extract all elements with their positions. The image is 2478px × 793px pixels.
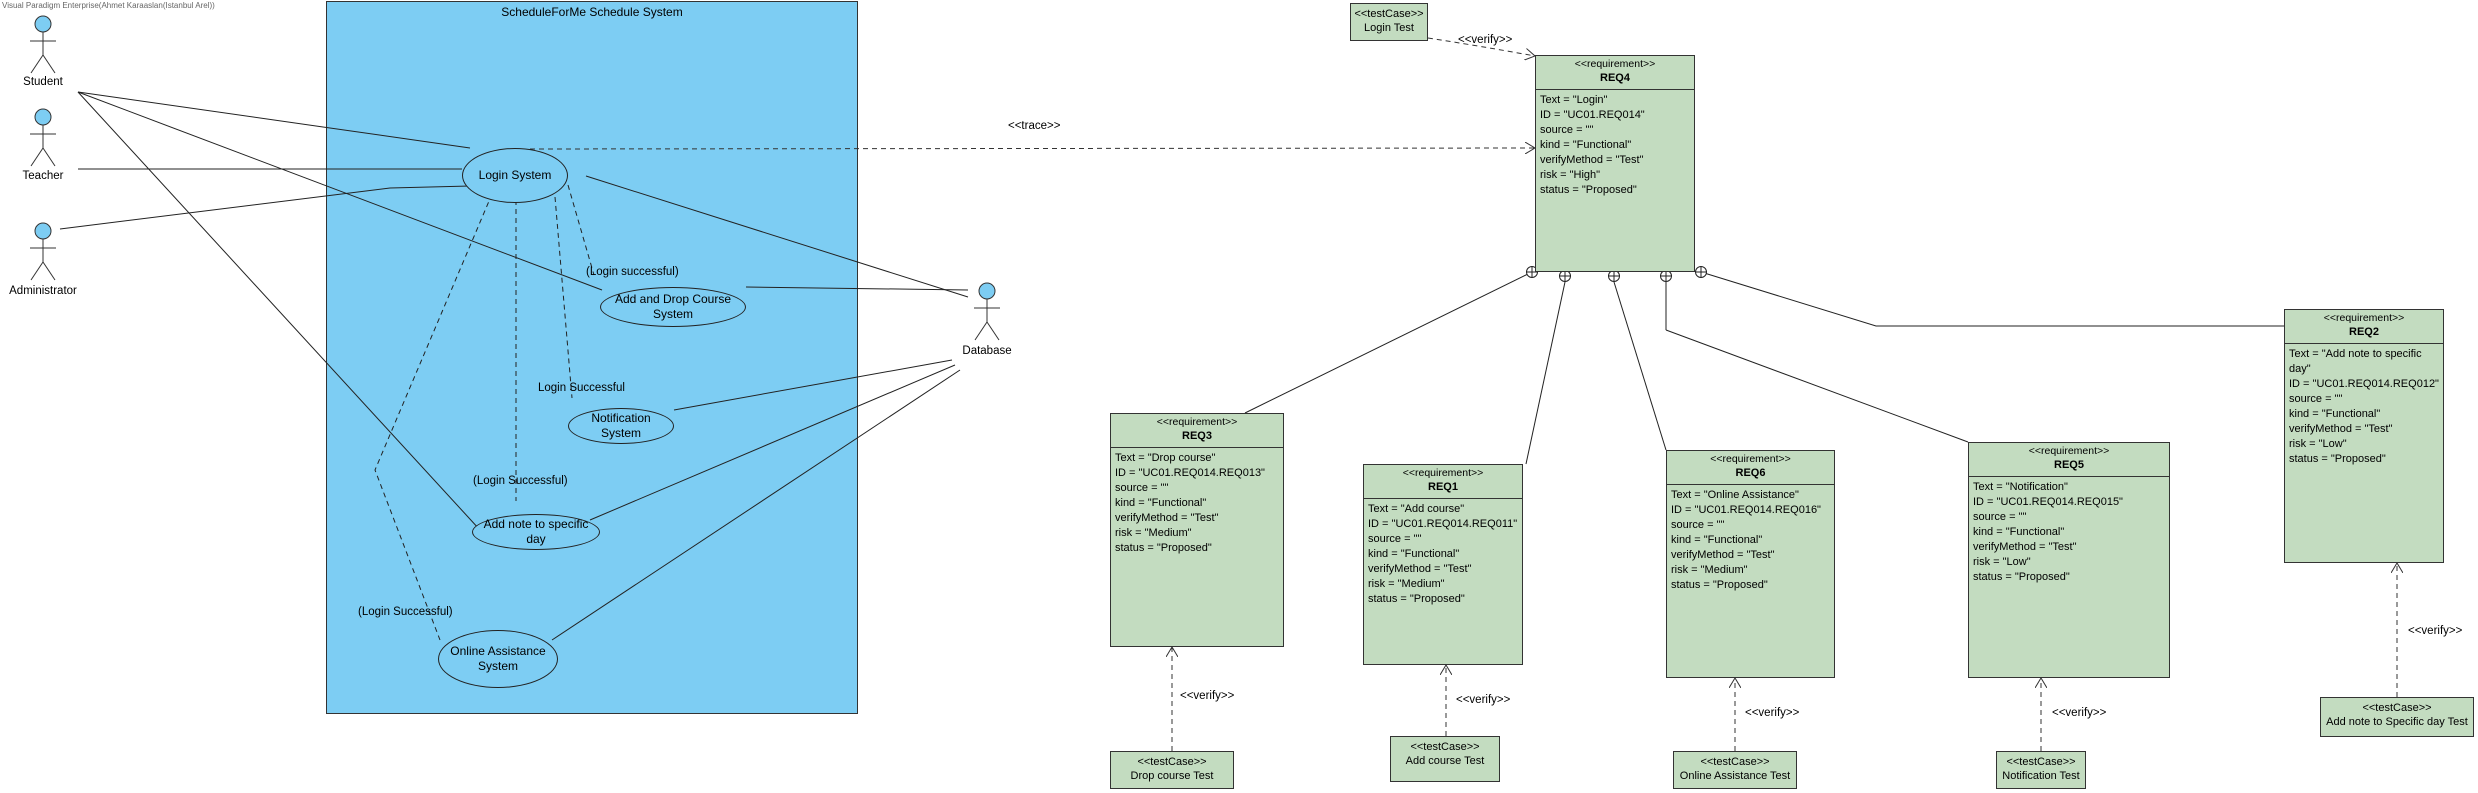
- database-addnote-association: [589, 364, 956, 521]
- requirement-name: REQ2: [2349, 326, 2379, 338]
- verify-label-login: <<verify>>: [1458, 34, 1513, 46]
- include-label-addnote: (Login Successful): [473, 475, 568, 487]
- requirement-attributes: Text = "Add course" ID = "UC01.REQ014.RE…: [1368, 503, 1518, 605]
- requirement-req2[interactable]: <<requirement>> REQ2 Text = "Add note to…: [2284, 309, 2444, 563]
- containment-anchor-req1: [1559, 270, 1571, 282]
- student-adddrop-association: [77, 91, 603, 291]
- testcase-stereotype: <<testCase>>: [1700, 756, 1770, 768]
- containment-req1: [1525, 281, 1566, 465]
- containment-anchor-req6: [1608, 270, 1620, 282]
- usecase-add-drop-course[interactable]: Add and Drop Course System: [600, 287, 746, 327]
- login-adddrop-include: [567, 184, 595, 276]
- testcase-stereotype: <<testCase>>: [2362, 702, 2432, 714]
- containment-req5-b: [1665, 329, 1969, 443]
- actor-student-label: Student: [23, 76, 63, 88]
- usecase-add-note[interactable]: Add note to specific day: [472, 514, 600, 550]
- watermark: Visual Paradigm Enterprise(Ahmet Karaasl…: [2, 1, 215, 10]
- include-label-adddrop: (Login successful): [586, 266, 679, 278]
- containment-anchor-req5: [1660, 270, 1672, 282]
- requirement-attributes: Text = "Drop course" ID = "UC01.REQ014.R…: [1115, 452, 1265, 554]
- testcase-drop-course[interactable]: <<testCase>> Drop course Test: [1110, 751, 1234, 789]
- requirement-req4[interactable]: <<requirement>> REQ4 Text = "Login" ID =…: [1535, 55, 1695, 272]
- testcase-name: Add course Test: [1405, 755, 1485, 767]
- containment-anchor-req3: [1526, 266, 1538, 278]
- testcase-add-note[interactable]: <<testCase>> Add note to Specific day Te…: [2320, 697, 2474, 737]
- student-actor-icon: [30, 15, 56, 74]
- trace-dependency: [529, 148, 1535, 149]
- usecase-login[interactable]: Login System: [462, 148, 568, 203]
- testcase-name: Login Test: [1364, 22, 1414, 34]
- testcase-login[interactable]: <<testCase>> Login Test: [1350, 3, 1428, 41]
- testcase-online-assistance[interactable]: <<testCase>> Online Assistance Test: [1673, 751, 1797, 789]
- login-online-include: [374, 193, 493, 641]
- student-addnote-association: [77, 91, 481, 531]
- requirement-stereotype: <<requirement>>: [2323, 312, 2405, 324]
- testcase-stereotype: <<testCase>>: [1137, 756, 1207, 768]
- actor-administrator-label: Administrator: [9, 285, 77, 297]
- requirement-name: REQ1: [1428, 481, 1458, 493]
- requirement-name: REQ3: [1182, 430, 1212, 442]
- containment-anchor-req2: [1695, 266, 1707, 278]
- database-login-association: [585, 175, 969, 298]
- requirement-stereotype: <<requirement>>: [1156, 416, 1238, 428]
- containment-req3: [1244, 271, 1533, 414]
- login-notification-include: [554, 196, 573, 399]
- system-title: ScheduleForMe Schedule System: [501, 5, 683, 19]
- verify-label-add-course: <<verify>>: [1456, 694, 1511, 706]
- administrator-actor-icon: [30, 222, 56, 281]
- teacher-actor-icon: [30, 108, 56, 167]
- database-adddrop-association: [745, 286, 969, 291]
- database-actor-icon: [974, 282, 1000, 341]
- actor-database-label: Database: [962, 345, 1012, 357]
- verify-login: [1427, 37, 1535, 56]
- testcase-name: Online Assistance Test: [1679, 770, 1791, 782]
- requirement-attributes: Text = "Online Assistance" ID = "UC01.RE…: [1671, 489, 1821, 591]
- testcase-stereotype: <<testCase>>: [1410, 741, 1480, 753]
- requirement-stereotype: <<requirement>>: [1574, 58, 1656, 70]
- student-login-association: [77, 91, 471, 149]
- testcase-stereotype: <<testCase>>: [1354, 8, 1424, 20]
- system-boundary[interactable]: ScheduleForMe Schedule System: [326, 1, 858, 714]
- requirement-req6[interactable]: <<requirement>> REQ6 Text = "Online Assi…: [1666, 450, 1835, 678]
- database-notification-association: [673, 359, 953, 411]
- requirement-stereotype: <<requirement>>: [1710, 453, 1791, 465]
- requirement-attributes: Text = "Add note to specific day" ID = "…: [2289, 348, 2439, 465]
- usecase-online-assistance[interactable]: Online Assistance System: [438, 630, 558, 688]
- testcase-name: Notification Test: [2002, 770, 2080, 782]
- database-online-association: [551, 369, 961, 641]
- requirement-name: REQ5: [2054, 459, 2084, 471]
- verify-label-add-note: <<verify>>: [2408, 625, 2463, 637]
- requirement-stereotype: <<requirement>>: [1402, 467, 1484, 479]
- usecase-notification[interactable]: Notification System: [568, 408, 674, 444]
- requirement-name: REQ6: [1735, 467, 1766, 479]
- containment-req2: [1700, 271, 2284, 327]
- testcase-add-course[interactable]: <<testCase>> Add course Test: [1390, 736, 1500, 782]
- include-label-online: (Login Successful): [358, 606, 453, 618]
- testcase-stereotype: <<testCase>>: [2006, 756, 2076, 768]
- requirement-req5[interactable]: <<requirement>> REQ5 Text = "Notificatio…: [1968, 442, 2170, 678]
- verify-label-notification: <<verify>>: [2052, 707, 2107, 719]
- verify-label-drop-course: <<verify>>: [1180, 690, 1235, 702]
- requirement-attributes: Text = "Notification" ID = "UC01.REQ014.…: [1973, 481, 2123, 583]
- testcase-name: Add note to Specific day Test: [2326, 716, 2468, 728]
- verify-label-online-assistance: <<verify>>: [1745, 707, 1800, 719]
- requirement-attributes: Text = "Login" ID = "UC01.REQ014" source…: [1540, 94, 1645, 196]
- containment-req6: [1613, 281, 1667, 451]
- testcase-notification[interactable]: <<testCase>> Notification Test: [1996, 751, 2086, 789]
- administrator-login-association: [59, 185, 471, 230]
- requirement-name: REQ4: [1600, 72, 1630, 84]
- actor-teacher-label: Teacher: [22, 170, 64, 182]
- requirement-req1[interactable]: <<requirement>> REQ1 Text = "Add course"…: [1363, 464, 1523, 665]
- include-label-notification: Login Successful: [538, 382, 625, 394]
- testcase-name: Drop course Test: [1130, 770, 1214, 782]
- trace-label: <<trace>>: [1008, 120, 1061, 132]
- requirement-req3[interactable]: <<requirement>> REQ3 Text = "Drop course…: [1110, 413, 1284, 647]
- requirement-stereotype: <<requirement>>: [2028, 445, 2110, 457]
